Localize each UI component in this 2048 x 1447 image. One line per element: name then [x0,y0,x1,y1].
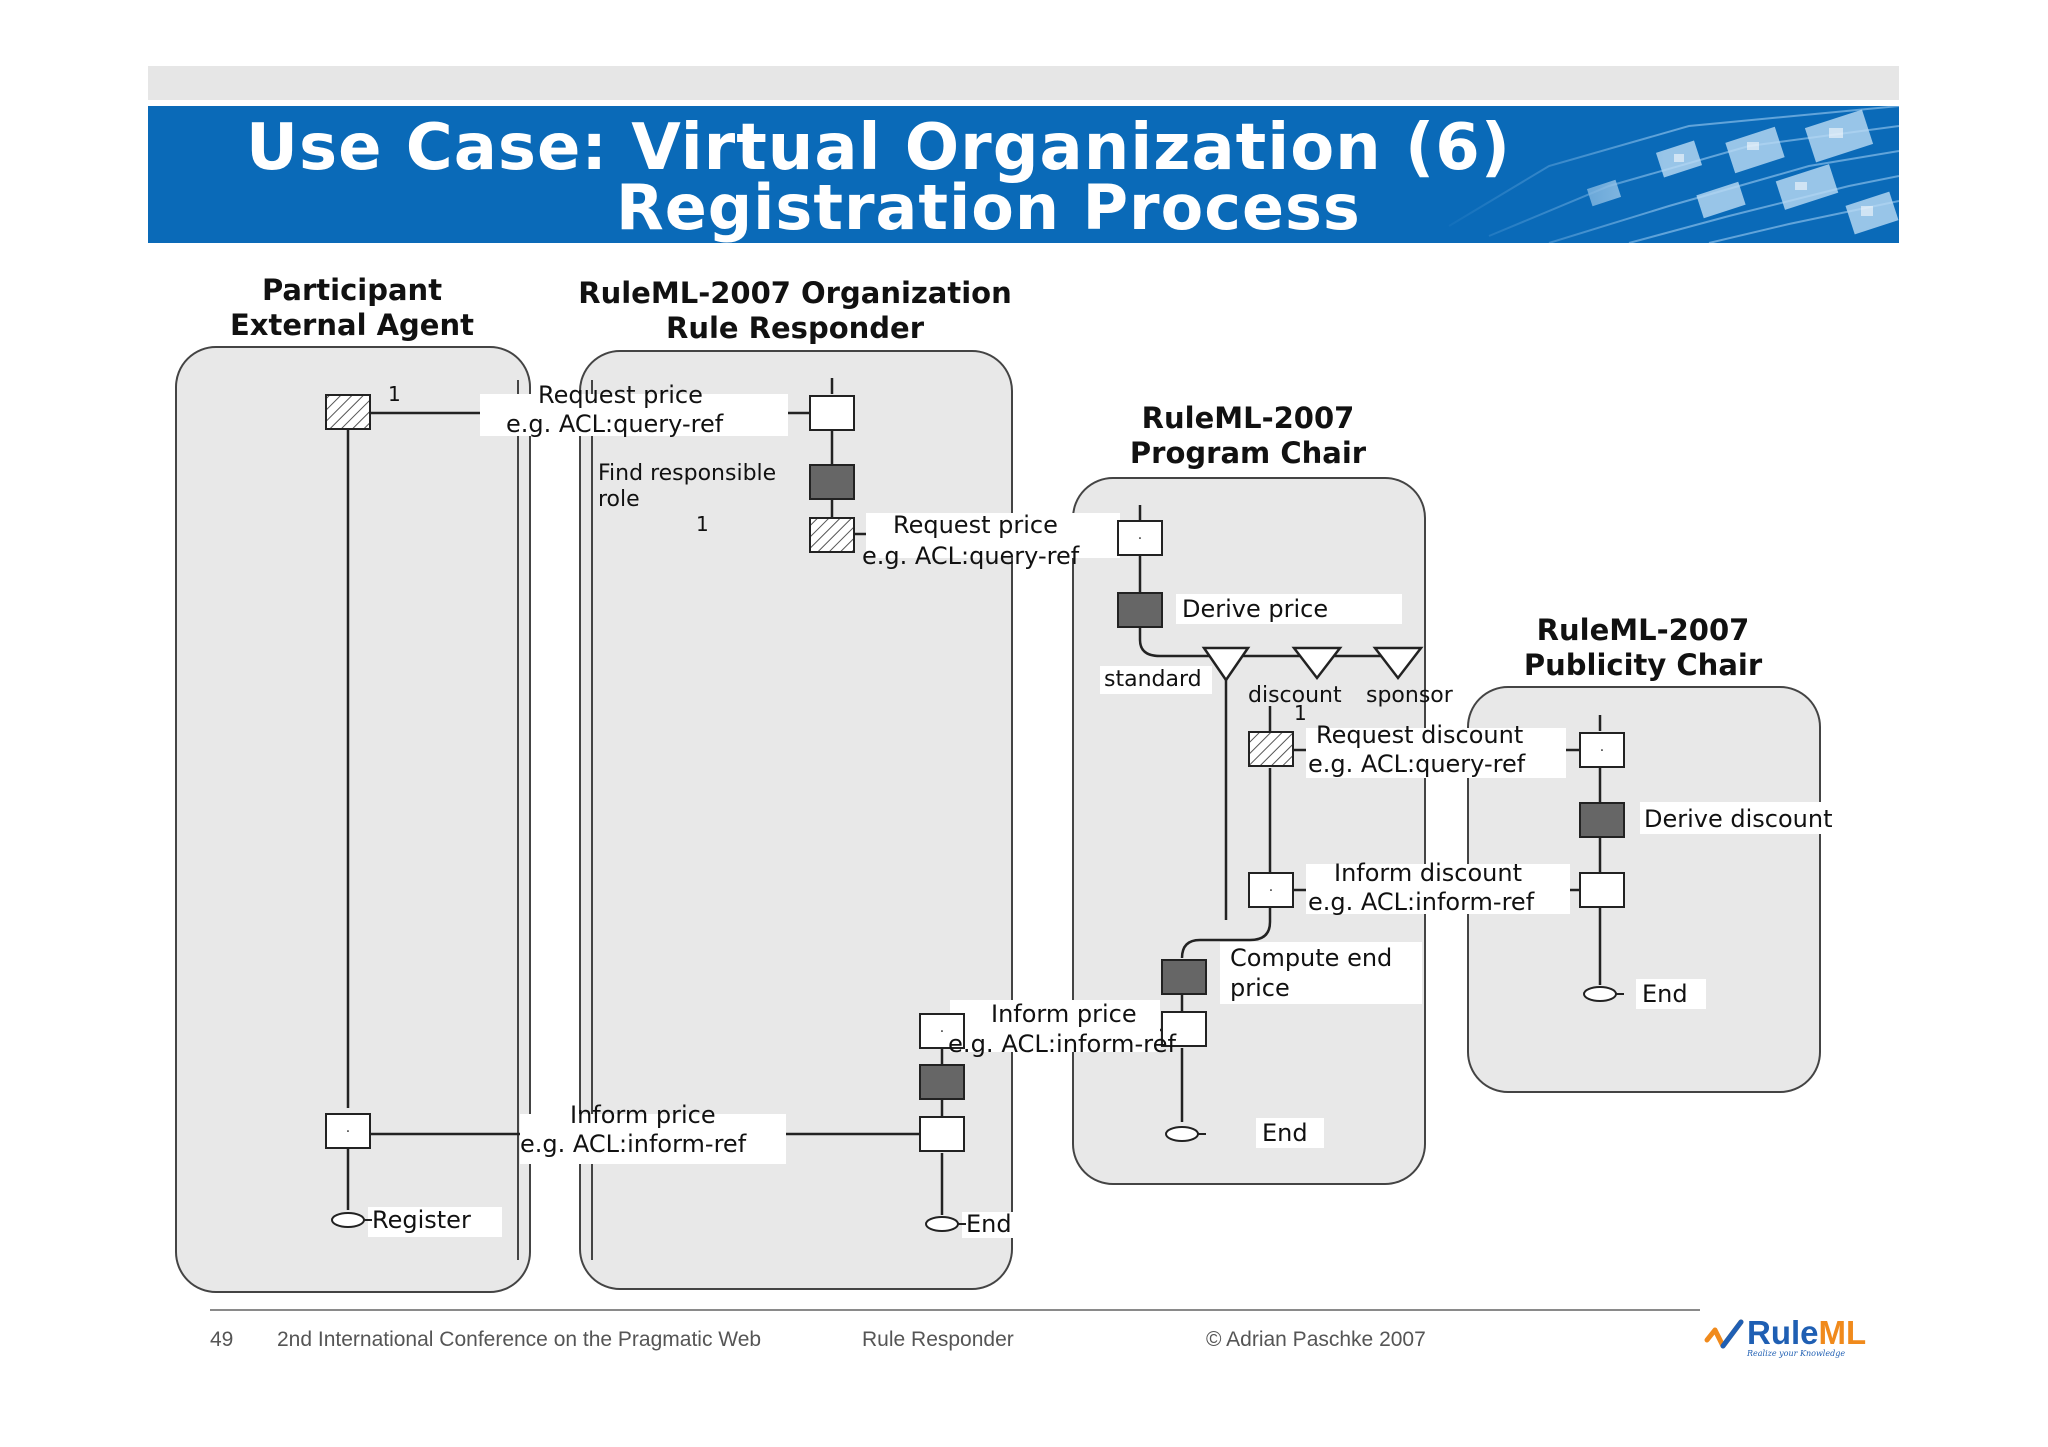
receive-request-discount-node [1579,732,1625,768]
inform-ref-label-2: e.g. ACL:inform-ref [948,1030,1177,1058]
compute-end-label-1: Compute end [1230,944,1392,972]
end-marker-register [331,1212,365,1228]
decision-standard [1201,646,1251,683]
decision-discount [1291,646,1343,681]
find-responsible-label-1: Find responsible [598,461,776,486]
footer-conference: 2nd International Conference on the Prag… [277,1328,762,1351]
organization-inform-task [919,1064,965,1100]
lane-program-chair-title-1: RuleML-2007 [1142,401,1355,435]
logo-text: Rule [1747,1314,1819,1351]
send-inform-price-node [1161,1011,1207,1047]
receive-inform-discount-node [1248,872,1294,908]
lane-participant-title-1: Participant [262,273,442,307]
send-inform-discount-node [1579,872,1625,908]
decision-sponsor [1372,646,1424,681]
page-number: 49 [210,1328,234,1351]
end-label-publicity-chair: End [1642,980,1688,1008]
lane-publicity-chair-title-1: RuleML-2007 [1537,613,1750,647]
send-request-discount-node [1248,731,1294,767]
derive-discount-label: Derive discount [1644,805,1833,833]
receive-request-price-chair-node [1117,520,1163,556]
title-banner [148,106,1899,243]
inform-ref-label-1: e.g. ACL:inform-ref [1308,888,1535,916]
request-price-label-2: Request price [893,511,1058,539]
discount-label: discount [1248,683,1342,708]
lane-participant-title-2: External Agent [230,308,474,342]
register-label: Register [372,1206,471,1234]
inform-discount-label: Inform discount [1334,859,1522,887]
derive-price-label: Derive price [1182,595,1328,623]
receive-inform-price-participant-node [325,1113,371,1149]
node-dot: · [1269,883,1273,899]
end-marker-organization [925,1216,959,1232]
request-discount-label: Request discount [1316,721,1523,749]
end-label-program-chair: End [1262,1119,1308,1147]
node-dot: · [1600,743,1604,759]
receive-inform-price-node [919,1013,965,1049]
inform-ref-label-3: e.g. ACL:inform-ref [520,1130,747,1158]
logo-tagline: Realize your Knowledge [1747,1349,1846,1358]
send-inform-price-participant-node [919,1116,965,1152]
multiplicity-1-b: 1 [696,512,709,536]
find-responsible-role-task [809,464,855,500]
inform-price-label-1: Inform price [991,1000,1137,1028]
standard-label: standard [1104,667,1202,692]
end-marker-program-chair [1165,1126,1199,1142]
lane-organization-title-1: RuleML-2007 Organization [578,276,1011,310]
logo-text-accent: ML [1818,1314,1867,1351]
multiplicity-1-a: 1 [388,382,401,406]
lane-organization-title-2: Rule Responder [666,311,925,345]
ruleml-swoosh-icon [1704,1319,1744,1349]
request-price-label-1: Request price [538,381,703,409]
sponsor-label: sponsor [1366,683,1454,708]
send-request-price-node [325,394,371,430]
slide-subtitle: Registration Process [616,171,1361,244]
ruleml-logo: RuleML Realize your Knowledge [1703,1314,1866,1360]
derive-price-task [1117,592,1163,628]
lane-program-chair-title-2: Program Chair [1130,436,1367,470]
top-gray-bar [148,66,1899,100]
slide-title: Use Case: Virtual Organization (6) [246,111,1512,185]
query-ref-label-2: e.g. ACL:query-ref [862,542,1080,570]
query-ref-label-3: e.g. ACL:query-ref [1308,750,1526,778]
compute-end-label-2: price [1230,974,1290,1002]
receive-request-price-node [809,395,855,431]
multiplicity-1-c: 1 [1294,701,1307,725]
send-request-price-to-chair-node [809,517,855,553]
inform-price-label-2: Inform price [570,1101,716,1129]
footer-divider [210,1309,1700,1311]
lane-program-chair [1072,477,1426,1185]
node-dot: · [346,1124,350,1140]
lane-publicity-chair-title-2: Publicity Chair [1524,648,1763,682]
query-ref-label-1: e.g. ACL:query-ref [506,410,724,438]
footer-topic: Rule Responder [862,1328,1014,1351]
node-dot: · [940,1024,944,1040]
lane-organization [579,350,1013,1290]
circuit-board-decoration [1429,106,1899,243]
node-dot: · [1138,531,1142,547]
compute-end-price-task [1161,959,1207,995]
footer-copyright: © Adrian Paschke 2007 [1206,1328,1426,1351]
lane-participant [175,346,531,1293]
end-label-organization: End [966,1210,1012,1238]
find-responsible-label-2: role [598,487,640,512]
derive-discount-task [1579,802,1625,838]
end-marker-publicity-chair [1583,986,1617,1002]
logo-wordmark: RuleML [1747,1314,1866,1352]
